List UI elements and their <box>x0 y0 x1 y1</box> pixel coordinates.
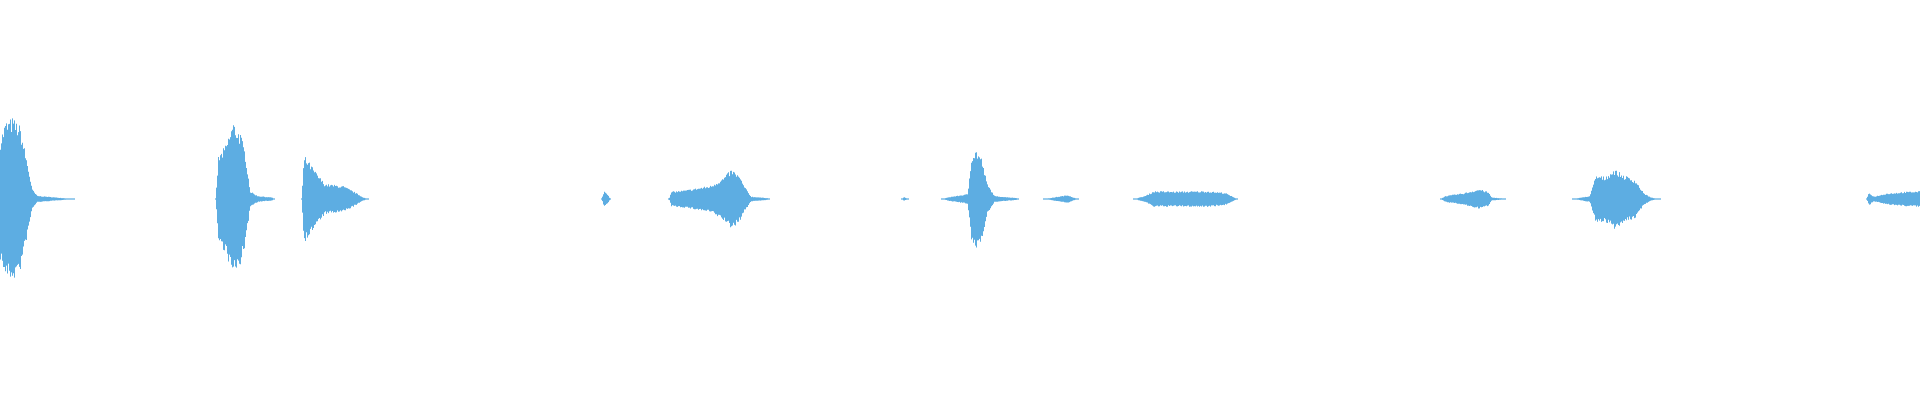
waveform-burst-7 <box>941 152 1019 248</box>
waveform-burst-12 <box>1866 191 1920 207</box>
waveform-burst-1 <box>0 118 75 278</box>
waveform-burst-3 <box>301 157 369 241</box>
waveform-burst-9 <box>1133 191 1238 207</box>
waveform-burst-2 <box>215 125 275 268</box>
waveform-burst-8 <box>1043 195 1079 203</box>
waveform-burst-6 <box>901 197 909 201</box>
waveform-burst-5 <box>668 170 770 228</box>
waveform-burst-11 <box>1572 170 1661 229</box>
waveform-burst-4 <box>601 191 611 206</box>
waveform-burst-10 <box>1440 190 1506 209</box>
